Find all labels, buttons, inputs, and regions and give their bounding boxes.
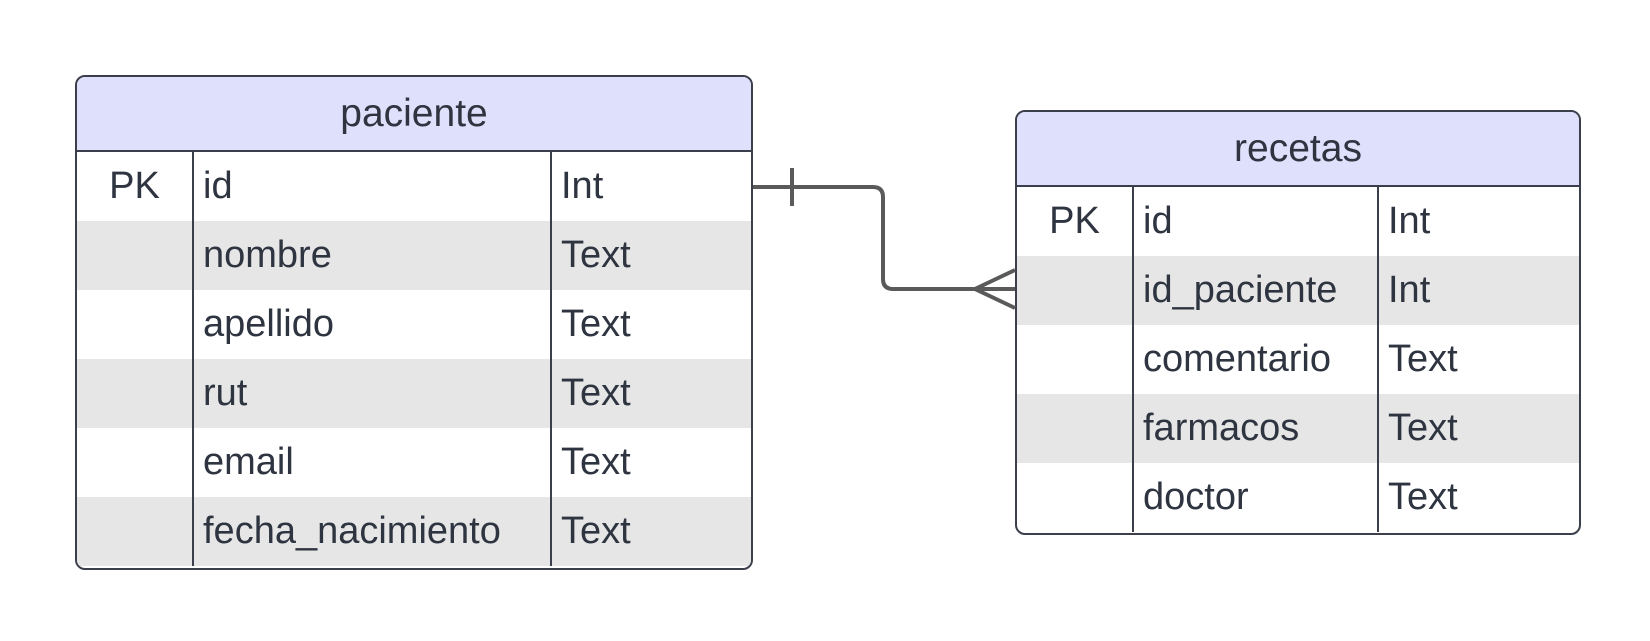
- field-type: Int: [561, 165, 604, 207]
- entity-recetas[interactable]: recetas PK id Int id_paciente Int coment…: [1015, 110, 1581, 535]
- field-name: id: [194, 152, 552, 221]
- field-type: Int: [1388, 200, 1431, 242]
- key-cell: [1017, 325, 1134, 394]
- attribute-row: fecha_nacimiento Text: [77, 497, 751, 566]
- field-name: rut: [194, 359, 552, 428]
- field-type: Text: [561, 441, 631, 483]
- key-cell: [77, 221, 194, 290]
- key-cell: [77, 428, 194, 497]
- field-name: id: [1134, 187, 1379, 256]
- field-name: apellido: [194, 290, 552, 359]
- field-type: Text: [1388, 338, 1458, 380]
- attribute-row: farmacos Text: [1017, 394, 1579, 463]
- attribute-row: nombre Text: [77, 221, 751, 290]
- field-type: Text: [561, 372, 631, 414]
- field-type: Text: [561, 510, 631, 552]
- entity-title: paciente: [77, 77, 751, 152]
- key-cell: [77, 497, 194, 566]
- attribute-row: doctor Text: [1017, 463, 1579, 532]
- field-name: fecha_nacimiento: [194, 497, 552, 566]
- attribute-row: PK id Int: [77, 152, 751, 221]
- many-cardinality-marker: [970, 268, 1016, 310]
- key-cell: [77, 290, 194, 359]
- field-type: Text: [1388, 407, 1458, 449]
- key-cell: [1017, 463, 1134, 532]
- connector-line: [753, 185, 1015, 291]
- attribute-row: id_paciente Int: [1017, 256, 1579, 325]
- attribute-row: PK id Int: [1017, 187, 1579, 256]
- field-type: Int: [1388, 269, 1431, 311]
- field-name: comentario: [1134, 325, 1379, 394]
- attribute-row: apellido Text: [77, 290, 751, 359]
- field-name: farmacos: [1134, 394, 1379, 463]
- field-name: doctor: [1134, 463, 1379, 532]
- field-name: id_paciente: [1134, 256, 1379, 325]
- field-type: Text: [561, 234, 631, 276]
- attribute-row: rut Text: [77, 359, 751, 428]
- key-cell: PK: [77, 152, 194, 221]
- key-cell: [1017, 256, 1134, 325]
- field-type: Text: [561, 303, 631, 345]
- field-type: Text: [1388, 476, 1458, 518]
- field-name: email: [194, 428, 552, 497]
- entity-title: recetas: [1017, 112, 1579, 187]
- key-cell: [77, 359, 194, 428]
- key-cell: PK: [1017, 187, 1134, 256]
- attribute-row: comentario Text: [1017, 325, 1579, 394]
- entity-paciente[interactable]: paciente PK id Int nombre Text apellido …: [75, 75, 753, 570]
- key-cell: [1017, 394, 1134, 463]
- field-name: nombre: [194, 221, 552, 290]
- attribute-row: email Text: [77, 428, 751, 497]
